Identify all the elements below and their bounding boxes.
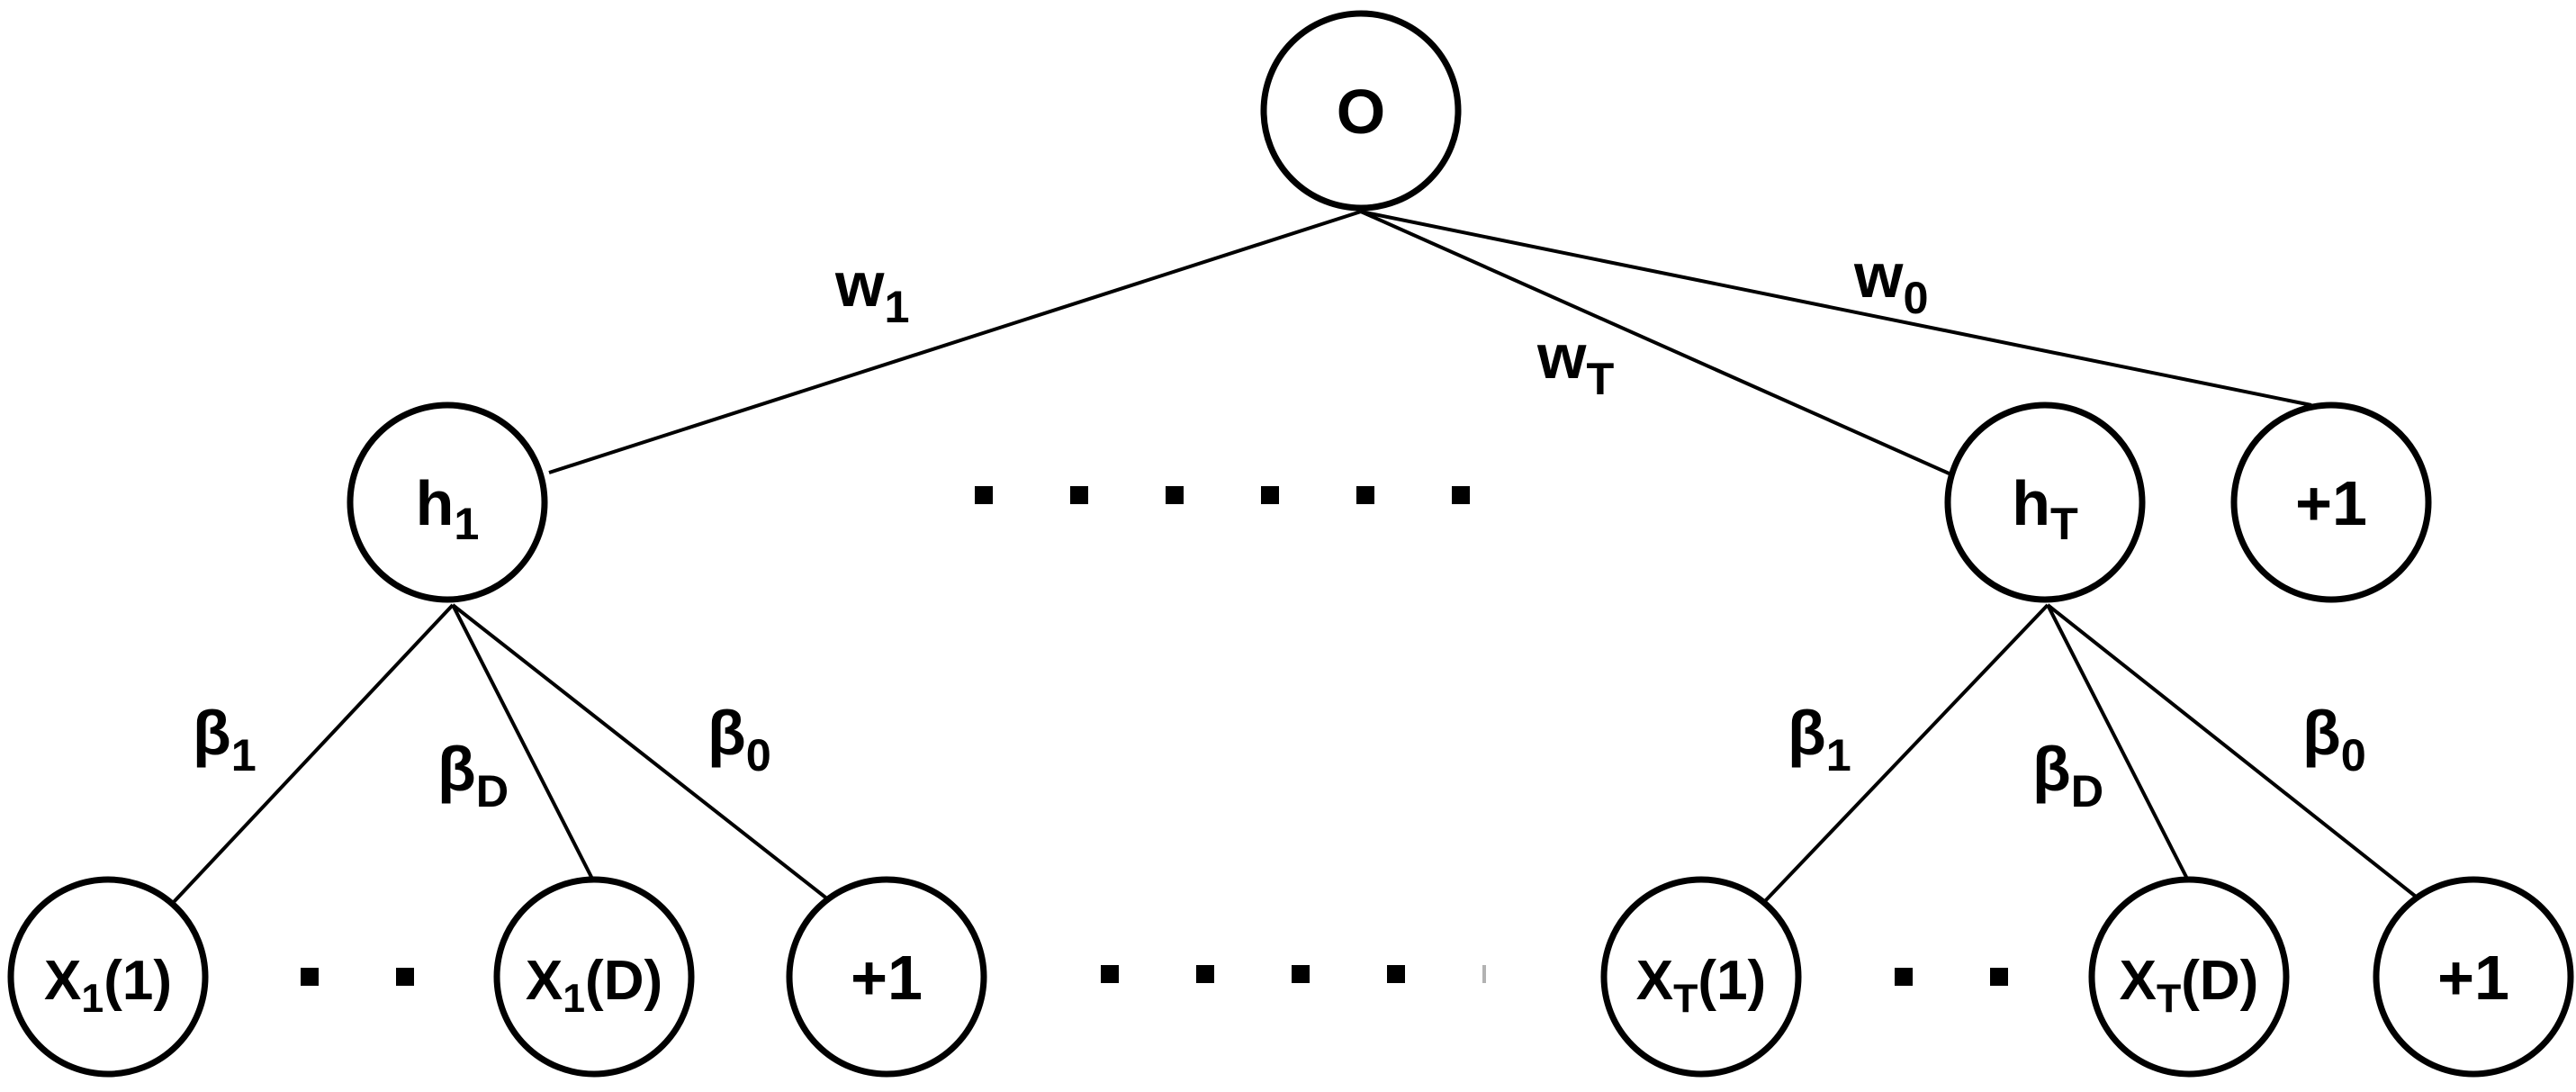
input-node-xt-1: XT(1) [1600,876,1802,1078]
edges [171,210,2426,905]
bias-node-right: +1 [2373,876,2574,1078]
ellipsis-dot [1452,486,1470,504]
node-circle [1600,876,1802,1078]
hidden-node-1: h1 [347,402,548,603]
edge-ht-xt-1 [1762,603,2049,904]
edge-label-beta1-left: β1 [193,698,257,781]
edge-ht-xt-d [2046,604,2191,883]
ellipsis-dot [1482,965,1486,983]
edge-o-ht [1360,210,1954,477]
ellipsis-dot [1895,968,1913,986]
node-circle [2230,402,2432,603]
ellipsis-dot [1070,486,1088,504]
edge-label-betad-right: βD [2032,734,2103,817]
bias-node-right-label: +1 [2437,943,2509,1013]
ellipsis-dot [1990,968,2008,986]
input-node-x1-1-label: X1(1) [44,950,172,1021]
node-circle [2088,876,2290,1078]
node-circle [493,876,695,1078]
ellipsis-dot [301,968,319,986]
edge-label-betad-left: βD [437,734,509,817]
ellipsis-dots [301,486,2008,986]
input-node-xt-d: XT(D) [2088,876,2290,1078]
input-node-x1-d-label: X1(D) [526,950,662,1021]
bias-node-left-label: +1 [851,943,923,1013]
edge-o-bias [1360,210,2312,407]
input-node-x1-d: X1(D) [493,876,695,1078]
bias-node-left: +1 [786,876,987,1078]
node-circle [7,876,209,1078]
hidden-node-1-label: h1 [416,468,480,549]
ellipsis-dot [1387,965,1405,983]
edge-label-beta0-left: β0 [707,698,771,781]
node-circle [1944,402,2146,603]
ellipsis-dot [975,486,993,504]
input-node-x1-1: X1(1) [7,876,209,1078]
bias-node-top-label: +1 [2295,468,2367,538]
node-circle [347,402,548,603]
ellipsis-dot [1261,486,1279,504]
edge-label-w1: w1 [834,249,909,332]
node-circle [2373,876,2574,1078]
edge-h1-bias [451,603,834,905]
edge-label-beta0-right: β0 [2302,698,2366,781]
ellipsis-dot [1292,965,1310,983]
output-node-label: O [1337,77,1385,147]
edge-label-w0: w0 [1853,240,1928,323]
ellipsis-dot [1196,965,1214,983]
edge-h1-x1-d [451,604,596,883]
ellipsis-dot [1356,486,1374,504]
ellipsis-dot [1101,965,1119,983]
node-circle [786,876,987,1078]
ellipsis-dot [396,968,414,986]
edge-label-wt: wT [1536,321,1614,404]
hidden-node-t-label: hT [2012,468,2078,549]
output-node: O [1260,10,1462,212]
edge-label-beta1-right: β1 [1788,698,1851,781]
hidden-node-t: hT [1944,402,2146,603]
edge-o-h1 [548,210,1362,474]
node-circle [1260,10,1462,212]
input-node-xt-d-label: XT(D) [2120,950,2259,1021]
edge-ht-bias [2046,603,2426,905]
edge-h1-x1-1 [171,603,455,905]
input-node-xt-1-label: XT(1) [1636,950,1766,1021]
bias-node-top: +1 [2230,402,2432,603]
ellipsis-dot [1166,486,1184,504]
